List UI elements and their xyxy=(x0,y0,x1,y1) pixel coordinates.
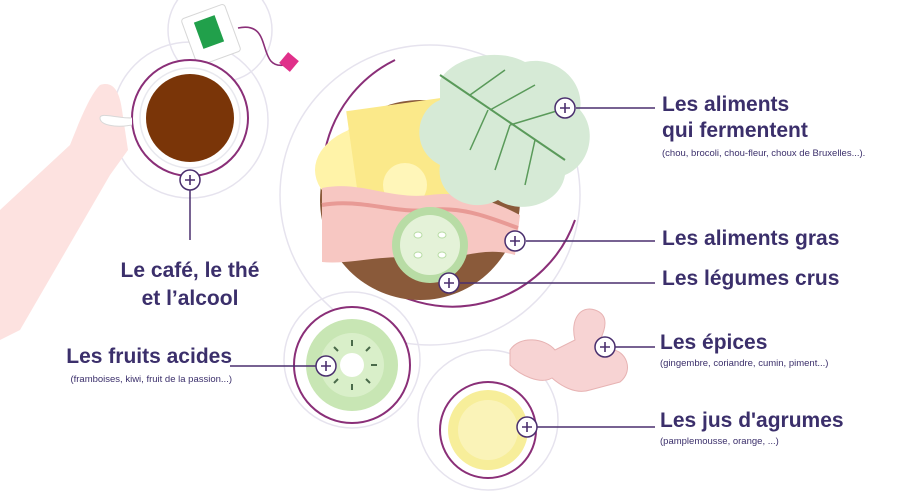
label-fruits: Les fruits acides xyxy=(66,345,232,368)
label-jus: Les jus d'agrumes xyxy=(660,409,844,432)
hand xyxy=(0,84,128,340)
label-fruits-subtitle: (framboises, kiwi, fruit de la passion..… xyxy=(70,374,232,385)
label-cafe-line2: et l’alcool xyxy=(141,287,239,310)
label-legumes: Les légumes crus xyxy=(662,267,840,290)
plus-circle-icon[interactable] xyxy=(315,355,337,377)
label-epices-subtitle: (gingembre, coriandre, cumin, piment...) xyxy=(660,358,829,369)
plate-food xyxy=(315,54,590,300)
plus-circle-icon[interactable] xyxy=(554,97,576,119)
coffee-cup-icon xyxy=(99,59,249,177)
label-fermentent-line1: Les aliments xyxy=(662,93,790,116)
citrus xyxy=(439,381,537,479)
kiwi xyxy=(293,306,411,424)
label-fermentent-subtitle: (chou, brocoli, chou-fleur, choux de Bru… xyxy=(662,148,866,159)
leader-lines xyxy=(230,107,655,428)
plus-circle-icon[interactable] xyxy=(179,169,201,191)
plus-circle-icon[interactable] xyxy=(594,336,616,358)
plus-circle-icon[interactable] xyxy=(438,272,460,294)
tea-bag-icon xyxy=(181,3,299,72)
plus-circle-icon[interactable] xyxy=(504,230,526,252)
label-epices: Les épices xyxy=(660,331,768,354)
label-gras: Les aliments gras xyxy=(662,227,840,250)
plus-icons xyxy=(179,97,616,438)
plus-circle-icon[interactable] xyxy=(516,416,538,438)
label-cafe-line1: Le café, le thé xyxy=(120,259,260,282)
label-jus-subtitle: (pamplemousse, orange, ...) xyxy=(660,436,779,447)
label-fermentent-line2: qui fermentent xyxy=(662,119,808,142)
